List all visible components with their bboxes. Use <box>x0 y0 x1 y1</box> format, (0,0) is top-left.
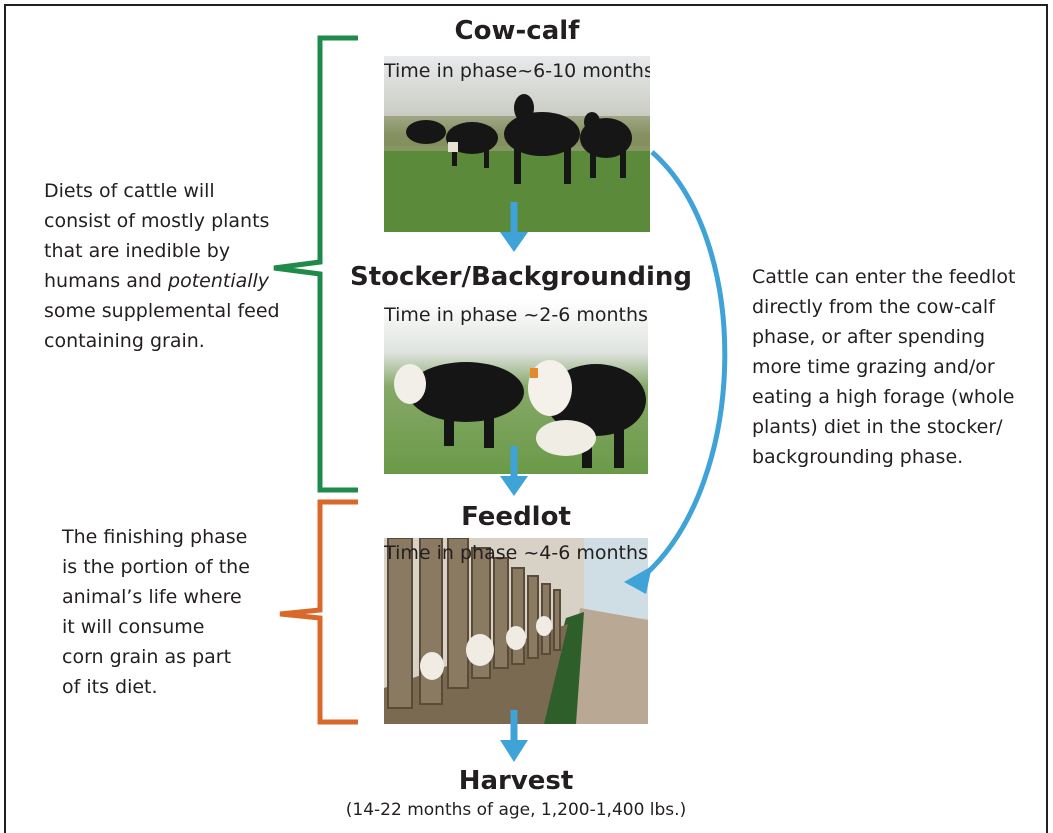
note-finishing: The finishing phase is the portion of th… <box>62 522 250 702</box>
note-finishing-line-4: it will consume <box>62 616 205 638</box>
stocker-photo: Time in phase ~2-6 months <box>384 300 648 474</box>
note-diets: Diets of cattle will consist of mostly p… <box>44 176 280 356</box>
note-finishing-line-2: is the portion of the <box>62 556 250 578</box>
note-entry-line-6: plants) diet in the stocker/ <box>752 416 1003 438</box>
feedlot-time-caption: Time in phase ~4-6 months <box>384 542 648 564</box>
note-diets-line-6: containing grain. <box>44 330 205 352</box>
cowcalf-time-caption: Time in phase~6-10 months <box>384 60 650 82</box>
stage-title-feedlot: Feedlot <box>461 502 571 532</box>
note-finishing-line-1: The finishing phase <box>62 526 248 548</box>
note-entry-line-2: directly from the cow-calf <box>752 296 995 318</box>
note-diets-line-3: that are inedible by <box>44 240 231 262</box>
diagram-frame <box>4 4 1048 833</box>
note-entry-line-7: backgrounding phase. <box>752 446 964 468</box>
note-finishing-line-3: animal’s life where <box>62 586 242 608</box>
note-diets-line-4: humans and potentially <box>44 266 280 296</box>
note-finishing-line-5: corn grain as part <box>62 646 232 668</box>
stage-title-stocker: Stocker/Backgrounding <box>350 262 692 292</box>
cowcalf-photo: Time in phase~6-10 months <box>384 56 650 232</box>
feedlot-photo: Time in phase ~4-6 months <box>384 538 648 724</box>
note-finishing-line-6: of its diet. <box>62 676 158 698</box>
note-diets-line-5: some supplemental feed <box>44 300 280 322</box>
note-diets-line-4-text: humans and <box>44 270 169 292</box>
note-entry-line-5: eating a high forage (whole <box>752 386 1015 408</box>
note-diets-line-2: consist of mostly plants <box>44 210 270 232</box>
note-entry-line-3: phase, or after spending <box>752 326 986 348</box>
stage-title-harvest: Harvest <box>458 766 574 796</box>
note-entry-line-1: Cattle can enter the feedlot <box>752 266 1016 288</box>
note-entry-line-4: more time grazing and/or <box>752 356 995 378</box>
harvest-subtitle: (14-22 months of age, 1,200-1,400 lbs.) <box>345 800 687 820</box>
stocker-time-caption: Time in phase ~2-6 months <box>384 304 648 326</box>
stage-title-cowcalf: Cow-calf <box>454 16 580 46</box>
note-diets-line-1: Diets of cattle will <box>44 180 215 202</box>
note-feedlot-entry: Cattle can enter the feedlot directly fr… <box>752 262 1015 472</box>
note-diets-emphasis: potentially <box>168 270 270 292</box>
